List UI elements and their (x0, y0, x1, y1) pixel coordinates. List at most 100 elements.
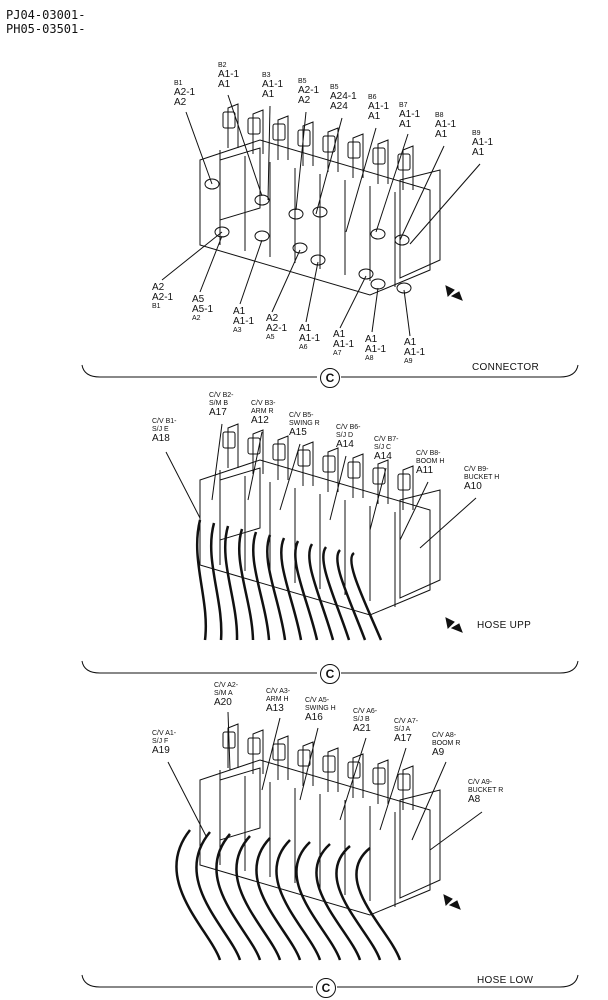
upper-hose (210, 522, 223, 641)
valve-block-2-end-cap (399, 489, 441, 599)
model-code-2: PH05-03501- (6, 22, 86, 36)
hose-upp-bracket (81, 660, 579, 674)
leader-line (271, 249, 301, 313)
upper-hose (280, 537, 303, 641)
hose-low-title: HOSE LOW (477, 975, 534, 986)
upper-hose (195, 519, 208, 641)
leader-line (227, 711, 231, 771)
valve-block-2 (199, 459, 431, 616)
connector-plug (358, 268, 374, 280)
leader-line (369, 467, 387, 531)
valve-block-2-spool-cap (247, 437, 261, 455)
connector-plug (370, 278, 386, 290)
valve-block-1-spool-cap (272, 123, 286, 141)
valve-block-2-spool-cap (322, 455, 336, 473)
lower-hose (315, 843, 362, 961)
leader-line (227, 94, 263, 197)
valve-block-3-spool-cap (347, 761, 361, 779)
direction-arrow-2 (445, 617, 463, 633)
lower-hose (355, 847, 402, 961)
upper-hose (350, 551, 383, 641)
leader-line (409, 163, 481, 245)
section-c-mark-2: C (320, 664, 340, 684)
upper-hose (266, 534, 287, 641)
connector-plug (312, 206, 328, 218)
leader-line (199, 235, 223, 293)
leader-line (411, 761, 447, 841)
leader-line (371, 287, 379, 333)
leader-line (261, 717, 281, 791)
upper-hose (294, 540, 319, 641)
leader-line (211, 423, 223, 501)
leader-line (329, 455, 347, 521)
valve-block-1-spool-cap (247, 117, 261, 135)
leader-line (339, 275, 367, 329)
valve-block-3-spool-cap (372, 767, 386, 785)
valve-block-2-spool-cap (372, 467, 386, 485)
leader-line (345, 127, 377, 233)
valve-block-2-spool-cap (397, 473, 411, 491)
valve-block-3-spool-cap (247, 737, 261, 755)
lower-hose (275, 839, 322, 961)
leader-line (247, 431, 263, 501)
leader-line (239, 239, 263, 305)
connector-title: CONNECTOR (472, 362, 539, 373)
valve-block-3-end-cap (399, 789, 441, 899)
upper-hose (251, 531, 271, 641)
valve-block-1-spool-cap (372, 147, 386, 165)
leader-line (299, 727, 319, 801)
valve-block-1 (199, 139, 431, 296)
leader-line (339, 737, 367, 821)
upper-hose (308, 543, 335, 641)
leader-line (165, 451, 201, 519)
connector-plug (370, 228, 386, 240)
valve-block-3-spool-cap (272, 743, 286, 761)
leader-line (399, 481, 429, 541)
valve-block-2-spool-cap (347, 461, 361, 479)
leader-line (429, 811, 483, 851)
valve-block-2-spool-cap (222, 431, 236, 449)
valve-block-2-spool-cap (297, 449, 311, 467)
upper-hose (223, 525, 239, 641)
valve-block-2-inlet (219, 467, 261, 541)
lower-hose (175, 829, 222, 961)
leader-line (379, 747, 407, 831)
lower-hose (195, 831, 242, 961)
connector-plug (288, 208, 304, 220)
leader-line (167, 761, 207, 837)
valve-block-1-spool-cap (222, 111, 236, 129)
leader-line (161, 231, 223, 281)
connector-plug (254, 230, 270, 242)
connector-plug (310, 254, 326, 266)
leader-line (399, 145, 445, 241)
